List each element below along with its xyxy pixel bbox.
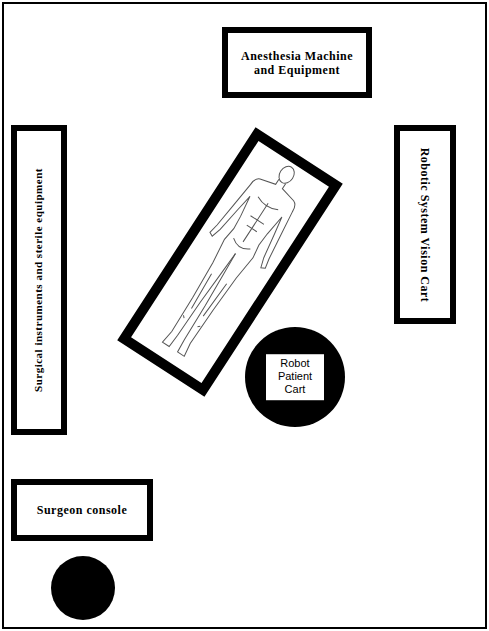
node-label: Surgical instruments and sterile equipme… bbox=[32, 145, 45, 415]
node-label: Surgeon console bbox=[22, 503, 142, 517]
equipment-box: Surgeon console bbox=[11, 479, 153, 541]
equipment-box: Anesthesia Machine and Equipment bbox=[222, 27, 372, 98]
equipment-box: Robotic System Vision Cart bbox=[394, 125, 456, 324]
node-label: Robotic System Vision Cart bbox=[418, 145, 432, 305]
node-label: Anesthesia Machine and Equipment bbox=[233, 48, 361, 77]
robot-cart-circle: Robot Patient Cart bbox=[245, 327, 345, 427]
node-label: Robot Patient Cart bbox=[266, 354, 324, 400]
surgeon-stool bbox=[51, 556, 115, 620]
equipment-box: Surgical instruments and sterile equipme… bbox=[11, 125, 67, 435]
room-outline bbox=[3, 3, 486, 628]
